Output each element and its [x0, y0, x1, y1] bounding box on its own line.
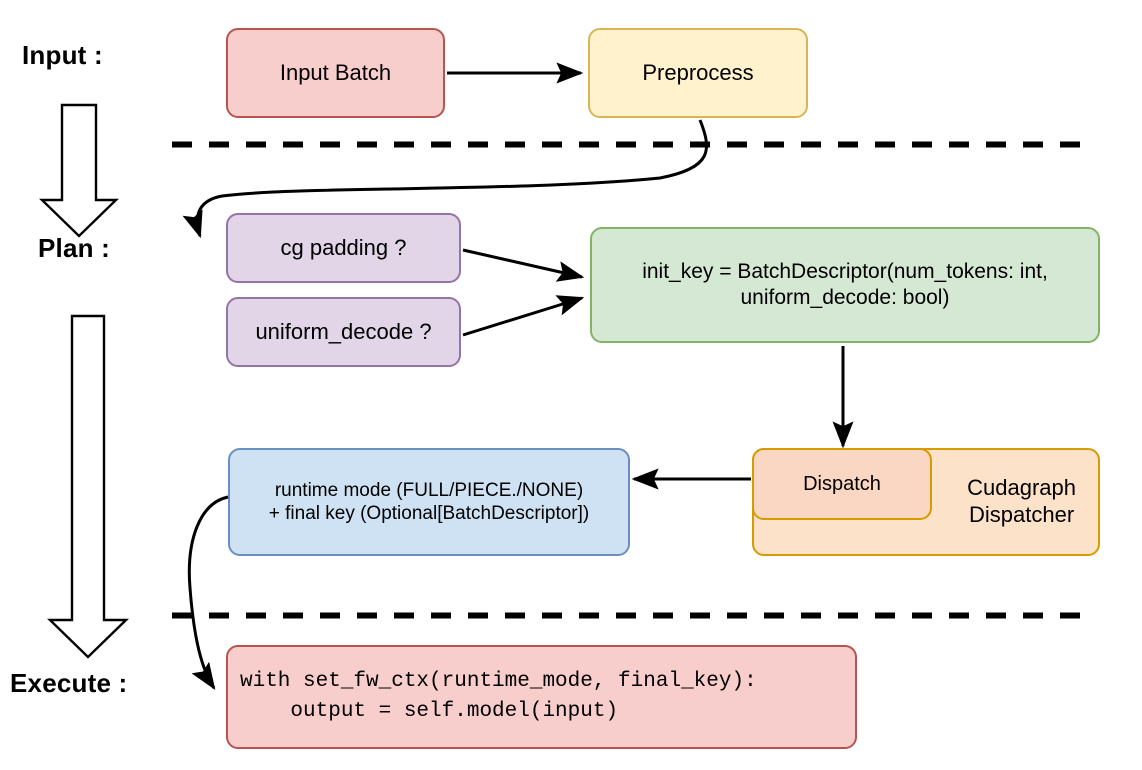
arrow-runtime-mode-to-execute-code: [187, 495, 229, 690]
input-to-plan-block-arrow: [39, 103, 119, 238]
node-init-key-batch-descriptor[interactable]: init_key = BatchDescriptor(num_tokens: i…: [590, 227, 1100, 343]
arrow-cg-padding-to-init-key: [462, 248, 585, 282]
plan-to-execute-block-arrow: [47, 314, 129, 659]
arrow-uniform-decode-to-init-key: [462, 295, 585, 337]
node-runtime-mode-final-key[interactable]: runtime mode (FULL/PIECE./NONE) + final …: [228, 448, 630, 556]
node-cg-padding[interactable]: cg padding ?: [226, 213, 461, 283]
node-input-batch[interactable]: Input Batch: [226, 28, 445, 118]
node-uniform-decode[interactable]: uniform_decode ?: [226, 297, 461, 367]
stage-label-plan: Plan :: [38, 233, 110, 263]
node-dispatch[interactable]: Dispatch: [752, 448, 932, 520]
node-execute-code[interactable]: with set_fw_ctx(runtime_mode, final_key)…: [226, 645, 857, 749]
node-preprocess[interactable]: Preprocess: [588, 28, 808, 118]
stage-label-execute: Execute :: [10, 668, 128, 698]
stage-label-input: Input :: [22, 40, 103, 70]
